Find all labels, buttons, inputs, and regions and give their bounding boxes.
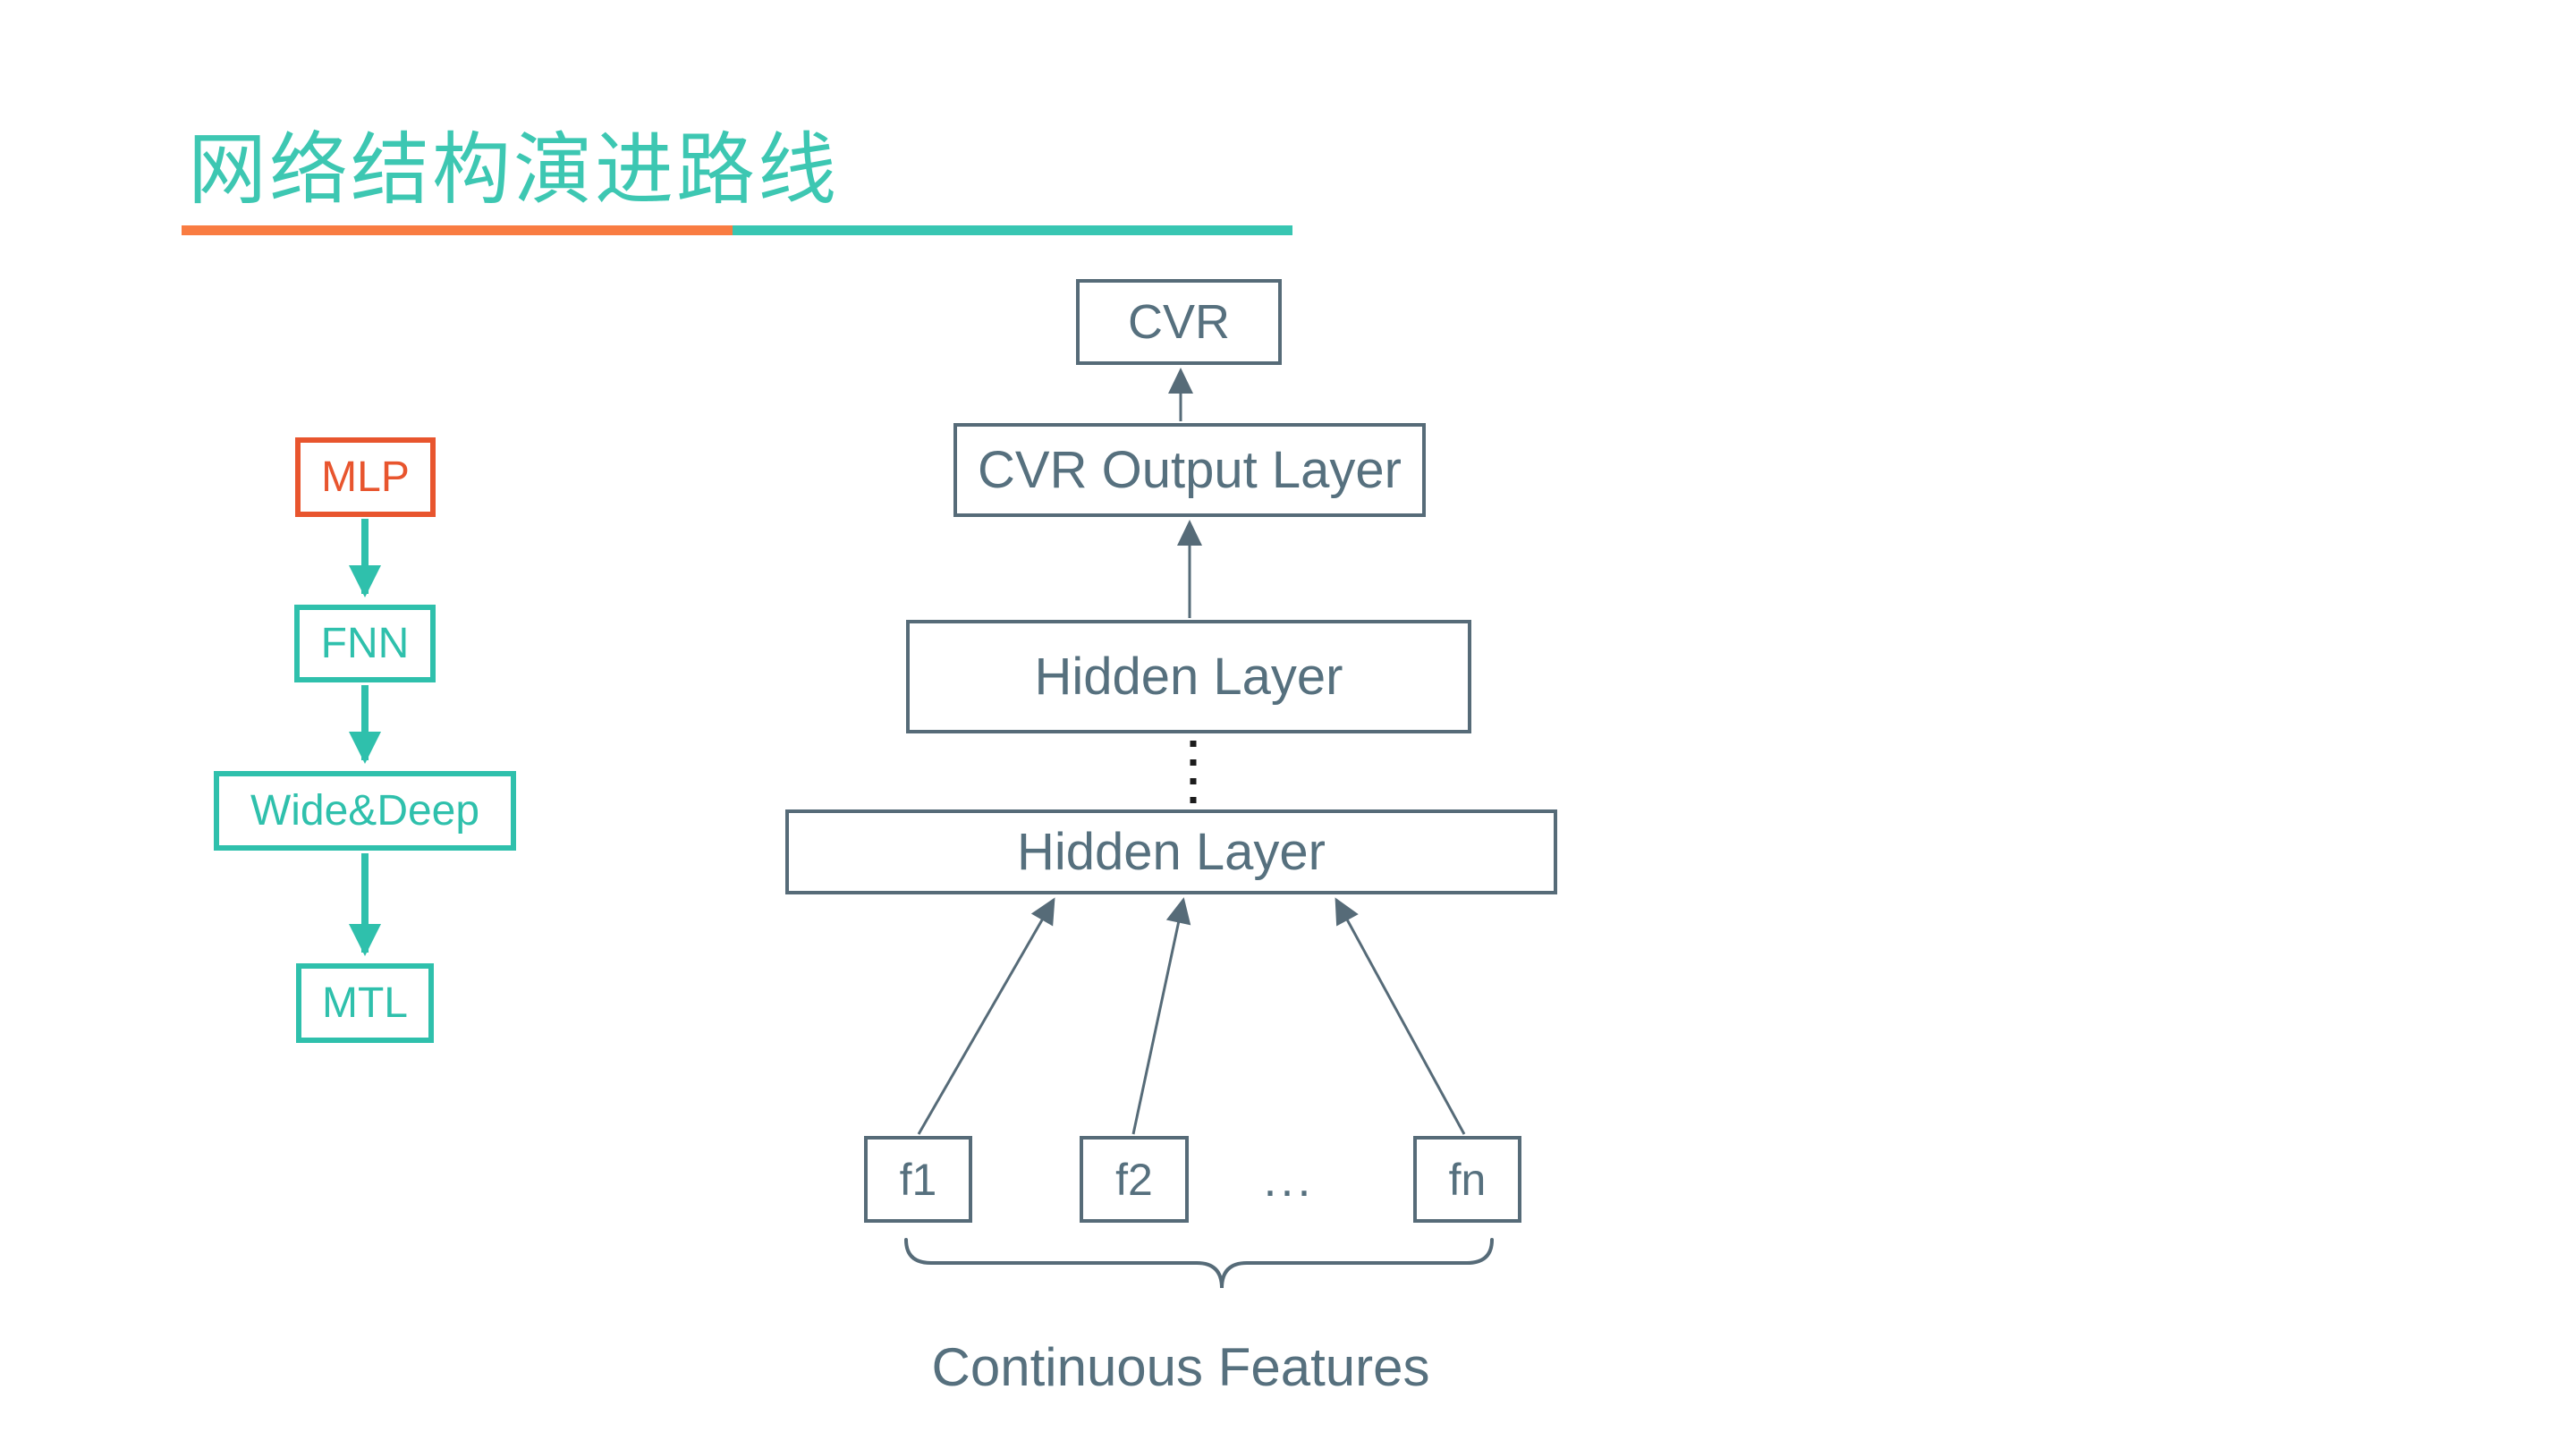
flow-node-fnn-label: FNN xyxy=(320,620,410,667)
network-node-hidden-layer-upper: Hidden Layer xyxy=(906,620,1471,733)
network-node-feature-fn-label: fn xyxy=(1448,1154,1487,1205)
flow-node-mtl: MTL xyxy=(296,963,434,1043)
network-node-hidden-layer-lower: Hidden Layer xyxy=(785,809,1557,894)
network-node-cvr-output-layer: CVR Output Layer xyxy=(953,423,1426,517)
arrow-f1-to-hidden xyxy=(917,897,1055,1135)
network-node-feature-f1: f1 xyxy=(864,1136,972,1223)
network-node-hidden-layer-upper-label: Hidden Layer xyxy=(1034,648,1343,706)
features-brace xyxy=(904,1238,1494,1289)
arrow-fn-to-hidden xyxy=(1335,897,1466,1135)
network-node-feature-f2: f2 xyxy=(1080,1136,1189,1223)
flow-node-mtl-label: MTL xyxy=(322,979,408,1027)
page-title: 网络结构演进路线 xyxy=(188,125,840,214)
flow-node-wide-and-deep-label: Wide&Deep xyxy=(250,787,480,835)
network-node-cvr: CVR xyxy=(1076,279,1282,365)
continuous-features-label: Continuous Features xyxy=(931,1337,1430,1397)
network-node-cvr-output-layer-label: CVR Output Layer xyxy=(978,441,1402,499)
network-node-feature-f1-label: f1 xyxy=(899,1154,937,1205)
network-node-feature-f2-label: f2 xyxy=(1115,1154,1153,1205)
title-underline-teal-segment xyxy=(733,225,1292,235)
network-node-hidden-layer-lower-label: Hidden Layer xyxy=(1017,823,1326,881)
flow-node-wide-and-deep: Wide&Deep xyxy=(214,771,516,851)
network-node-feature-fn: fn xyxy=(1413,1136,1521,1223)
title-underline-orange-segment xyxy=(182,225,733,235)
flow-node-mlp: MLP xyxy=(295,437,436,517)
features-ellipsis: ... xyxy=(1263,1152,1315,1207)
flow-node-fnn: FNN xyxy=(294,605,436,682)
network-node-cvr-label: CVR xyxy=(1127,295,1230,349)
arrow-f2-to-hidden xyxy=(1131,897,1191,1135)
flow-node-mlp-label: MLP xyxy=(321,453,410,501)
